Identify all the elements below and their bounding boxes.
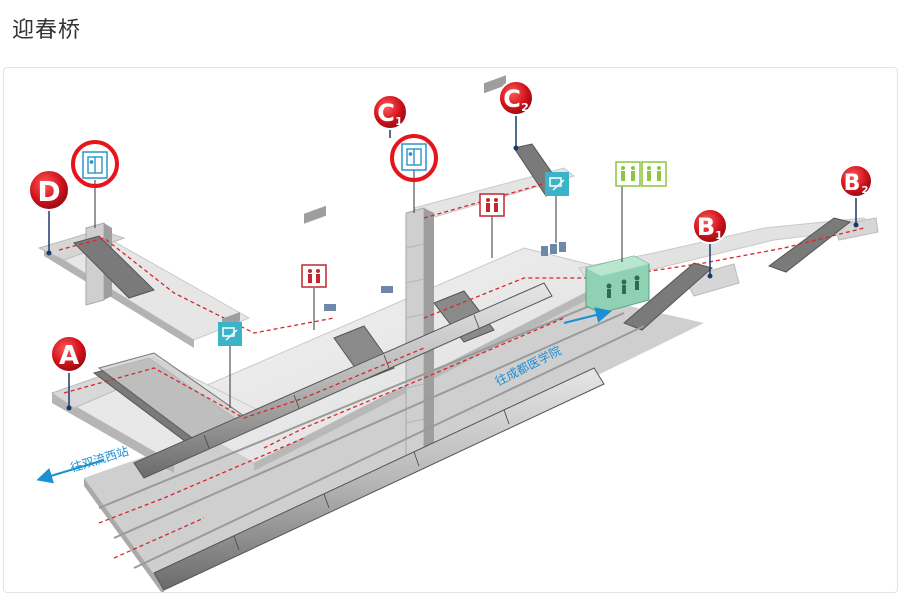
entrance-letter: A <box>59 341 79 371</box>
entrance-b2[interactable]: B 2 <box>839 164 873 228</box>
entrance-letter: B <box>697 213 715 241</box>
elevator-icon <box>308 269 320 283</box>
entrance-b1[interactable]: B 1 <box>692 208 728 279</box>
sign-d-accessible-elevator[interactable] <box>71 140 119 228</box>
entrance-c1[interactable]: C 1 <box>372 94 408 138</box>
highlight-ring <box>390 134 438 182</box>
train-lower <box>153 367 605 591</box>
sign-ticket-service-c2[interactable] <box>545 172 569 243</box>
entrance-sub: 2 <box>862 185 869 196</box>
restroom-icon <box>615 161 667 187</box>
sign-elevator-middle[interactable] <box>301 264 327 330</box>
page-title: 迎春桥 <box>12 18 82 43</box>
entrance-letter: C <box>377 99 395 127</box>
sign-ticket-service-a[interactable] <box>218 322 242 408</box>
train-upper <box>133 282 553 479</box>
fare-gates <box>222 75 566 328</box>
walking-paths <box>58 177 865 559</box>
sign-elevator-upper[interactable] <box>479 193 505 258</box>
elevator-icon <box>486 198 498 212</box>
entrance-letter: D <box>37 175 60 208</box>
entrance-d[interactable]: D <box>28 169 70 256</box>
entrance-sub: 1 <box>395 115 403 128</box>
entrance-sub: 1 <box>715 229 723 242</box>
sign-restroom[interactable] <box>615 161 667 262</box>
entrance-c2[interactable]: C 2 <box>498 80 534 151</box>
entrance-letter: C <box>503 85 521 113</box>
accessible-elevator-icon <box>406 148 422 166</box>
sign-c1-accessible-elevator[interactable] <box>390 134 438 213</box>
restroom-block <box>585 255 650 314</box>
tracks <box>98 299 645 569</box>
highlight-ring <box>71 140 119 188</box>
ticket-machines <box>324 242 566 311</box>
ticket-service-icon <box>549 177 565 191</box>
entrance-a[interactable]: A <box>50 335 88 411</box>
station-map-card: A B 1 B 2 C 1 C 2 D 往双流西站 往成都医 <box>3 67 898 593</box>
ticket-service-icon <box>222 327 238 341</box>
entrance-sub: 2 <box>521 101 529 114</box>
station-3d-map: A B 1 B 2 C 1 C 2 D 往双流西站 往成都医 <box>28 75 879 592</box>
entrance-letter: B <box>844 171 861 196</box>
accessible-elevator-icon <box>87 156 103 174</box>
page-header: 迎春桥 <box>0 0 899 66</box>
